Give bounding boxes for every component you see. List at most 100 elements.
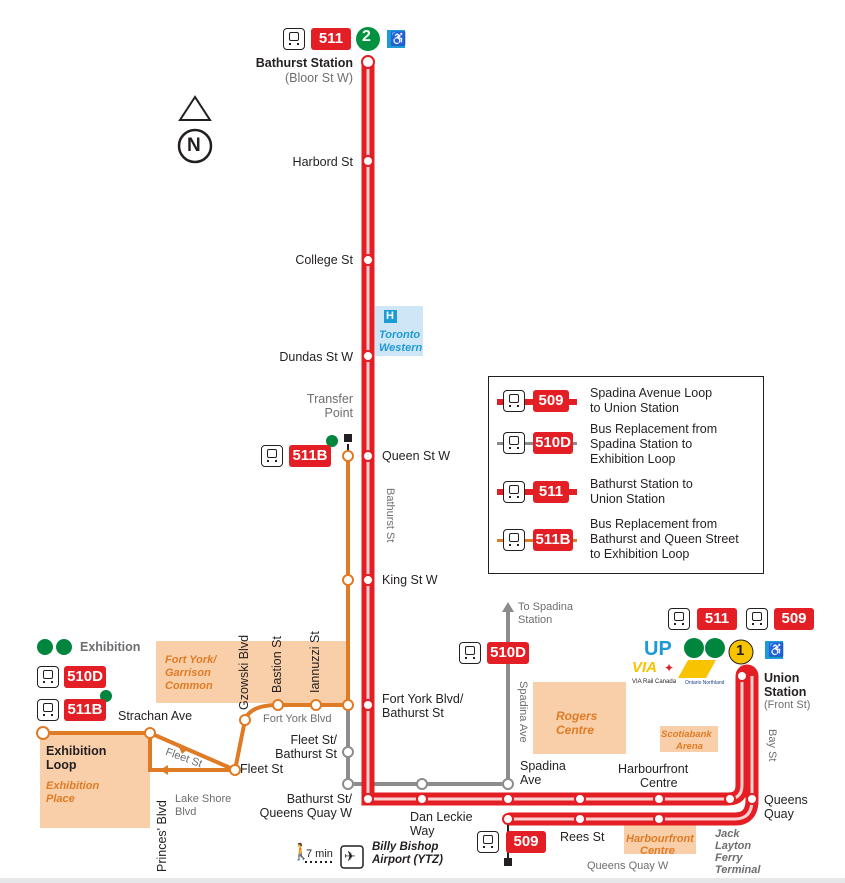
ontario-northland-text: Ontario Northland (685, 680, 725, 686)
fort-york-common-1: Fort York/ (165, 654, 217, 666)
fort-york-common-3: Common (165, 680, 213, 692)
route-511b-badge-west[interactable]: 511B (64, 699, 106, 721)
accessible-icon-top (387, 30, 405, 48)
transfer-point-1: Transfer (306, 392, 353, 406)
scotiabank-arena-area (660, 726, 718, 752)
stop-gzowski: Gzowski Blvd (237, 634, 251, 710)
union-station-2: Station (764, 685, 807, 699)
ontario-northland-logo (678, 660, 716, 678)
accessible-glyph-union: ♿ (768, 642, 785, 657)
stop-queens-quay-1: Queens (764, 793, 808, 807)
union-station-sub: (Front St) (764, 699, 811, 711)
stop-fleet-bathurst-2: Bathurst St (275, 747, 337, 761)
legend-text-510d-1: Bus Replacement from (590, 422, 718, 436)
route-511b-badge[interactable]: 511B (289, 445, 331, 467)
exhibition-loop-2: Loop (46, 758, 77, 772)
stop-fleet-bathurst-1: Fleet St/ (290, 733, 337, 747)
route-511-badge-top[interactable]: 511 (311, 28, 351, 50)
spadina-ave-street: Spadina Ave (517, 681, 529, 743)
stop-bastion: Bastion St (270, 636, 284, 693)
jack-layton-3: Ferry (715, 852, 743, 864)
route-510d-badge-west[interactable]: 510D (64, 666, 106, 688)
rogers-centre-2: Centre (556, 723, 595, 737)
legend-text-511b-2: Bathurst and Queen Street (590, 532, 739, 546)
subway-line-1-label: 1 (736, 642, 745, 659)
stop-strachan: Strachan Ave (118, 709, 193, 723)
rogers-centre-area (533, 682, 626, 754)
scotiabank-arena-1: Scotiabank (661, 729, 712, 740)
legend-text-511b-1: Bus Replacement from (590, 517, 718, 531)
legend-text-511b-3: to Exhibition Loop (590, 547, 690, 561)
hospital-letter: H (386, 310, 394, 322)
airport-1: Billy Bishop (372, 841, 439, 853)
legend-text-510d-2: Spadina Station to (590, 437, 693, 451)
fort-york-blvd-road: Fort York Blvd (263, 713, 332, 725)
fleet-arrow-icon (178, 745, 188, 754)
stop-dundas: Dundas St W (279, 350, 353, 364)
bus-icon-510d-spadina (459, 642, 481, 664)
bus-icon-509-bottom (477, 831, 499, 853)
airport-icon (340, 845, 364, 869)
legend-badge-511: 511 (533, 481, 569, 503)
up-express-logo: UP (644, 638, 672, 660)
stop-fort-york-1: Fort York Blvd/ (382, 692, 464, 706)
scotiabank-arena-2: Arena (676, 741, 703, 752)
stop-bathurst-qq-2: Queens Quay W (259, 806, 352, 820)
stop-college: College St (295, 253, 353, 267)
route-509-terminus (504, 858, 512, 866)
stop-harbourfront-2: Centre (640, 776, 678, 790)
harbourfront-centre-1: Harbourfront (626, 833, 694, 845)
bay-st-street: Bay St (766, 729, 778, 762)
accessible-icon-union (765, 641, 783, 659)
stop-queen: Queen St W (382, 449, 451, 463)
legend-text-511-1: Bathurst Station to (590, 477, 693, 491)
bus-icon (503, 481, 525, 503)
accessible-glyph-top: ♿ (390, 31, 407, 46)
stop-fleet-st: Fleet St (240, 762, 284, 776)
stop-spadina-2: Ave (520, 773, 542, 787)
bus-icon (503, 529, 525, 551)
hospital-area (375, 306, 423, 356)
bathurst-station-label: Bathurst Station (255, 56, 353, 70)
route-509-badge-bottom[interactable]: 509 (506, 831, 546, 853)
hospital-icon (384, 310, 397, 323)
stop-queens-quay-2: Quay (764, 807, 794, 821)
bus-icon-510d-west (37, 666, 59, 688)
stop-fort-york-2: Bathurst St (382, 706, 444, 720)
hospital-name-1: Toronto (379, 329, 421, 341)
jack-layton-2: Layton (715, 840, 752, 852)
bus-icon (503, 390, 525, 412)
exhibition-loop-1: Exhibition (46, 744, 107, 758)
route-511-badge-union[interactable]: 511 (697, 608, 737, 630)
north-letter: N (187, 135, 201, 156)
route-509-badge-union[interactable]: 509 (774, 608, 814, 630)
bus-icon-511b (261, 445, 283, 467)
legend-text-511-2: Union Station (590, 492, 666, 506)
lake-shore-2: Blvd (175, 806, 197, 818)
footer-strip (0, 878, 845, 883)
legend-text-509-1: Spadina Avenue Loop (590, 386, 713, 400)
subway-line-1-icon (728, 639, 754, 665)
exhibition-place-area (40, 733, 150, 828)
stop-spadina-1: Spadina (520, 759, 566, 773)
lake-shore-1: Lake Shore (175, 793, 232, 805)
transfer-point-2: Point (324, 406, 354, 420)
exhibition-place-2: Place (46, 793, 75, 805)
stop-dan-leckie-2: Way (410, 824, 435, 838)
hospital-name-2: Western (379, 342, 423, 354)
bus-icon-top (283, 28, 305, 50)
jack-layton-4: Terminal (715, 864, 761, 876)
bus-icon-509-union (746, 608, 768, 630)
airplane-glyph: ✈ (344, 848, 356, 864)
legend-badge-511b: 511B (533, 529, 573, 551)
to-spadina-2: Station (518, 614, 553, 626)
princes-blvd: Princes' Blvd (155, 800, 169, 872)
legend: 509 Spadina Avenue Loop to Union Station… (488, 376, 764, 574)
bus-icon-511b-west (37, 699, 59, 721)
stop-dan-leckie-1: Dan Leckie (410, 810, 473, 824)
route-510d-badge-spadina[interactable]: 510D (487, 642, 529, 664)
jack-layton-1: Jack (715, 828, 740, 840)
exhibition-go-label: Exhibition (80, 640, 141, 654)
fort-york-common-area (156, 641, 348, 703)
